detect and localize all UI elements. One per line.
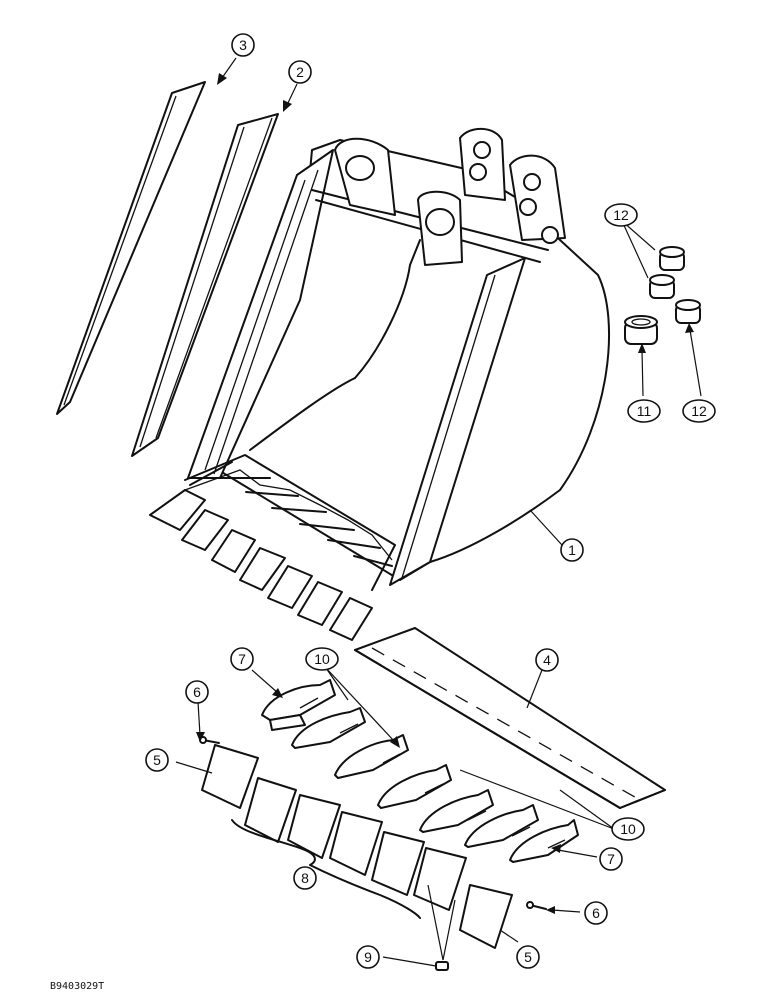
callout-1: 1: [560, 538, 584, 562]
svg-text:4: 4: [543, 652, 551, 668]
svg-text:3: 3: [239, 37, 247, 53]
svg-text:10: 10: [314, 651, 330, 667]
teeth-row: [201, 744, 513, 949]
callout-10-top: 10: [305, 647, 339, 671]
callout-9: 9: [356, 945, 380, 969]
part-11-bushing: [624, 315, 658, 345]
part-8-brace: [231, 819, 421, 919]
part-6-pin-left: [199, 736, 220, 744]
callout-8: 8: [293, 866, 317, 890]
part-12-bushing-right: [675, 299, 701, 324]
svg-text:12: 12: [613, 207, 629, 223]
svg-text:6: 6: [592, 905, 600, 921]
callout-10-right: 10: [611, 817, 645, 841]
callout-7-right: 7: [599, 847, 623, 871]
callout-3: 3: [231, 33, 255, 57]
svg-text:7: 7: [607, 851, 615, 867]
reference-code: B9403029T: [50, 981, 104, 992]
installed-teeth-row: [149, 461, 393, 641]
callout-5-right: 5: [516, 945, 540, 969]
leader-lines: [175, 57, 702, 967]
mounting-bracket-left: [334, 137, 463, 266]
part-3-side-cutter: [56, 81, 206, 415]
callout-4: 4: [535, 648, 559, 672]
callout-2: 2: [288, 60, 312, 84]
part-1-bucket-body: [149, 127, 611, 641]
svg-text:1: 1: [568, 542, 576, 558]
adapters-row: [261, 679, 579, 863]
part-12-bushing-middle: [649, 274, 675, 299]
mounting-bracket-right: [459, 127, 566, 244]
part-2-wear-strip: [131, 113, 279, 457]
part-12-bushing-upper: [659, 246, 685, 271]
callout-12-bottom: 12: [682, 399, 716, 423]
callout-5-left: 5: [145, 748, 169, 772]
callout-11: 11: [627, 399, 661, 423]
svg-text:5: 5: [153, 752, 161, 768]
callout-7-left: 7: [230, 647, 254, 671]
part-4-cutting-edge: [354, 627, 666, 809]
part-9-retainer: [435, 961, 449, 971]
callout-6-left: 6: [185, 680, 209, 704]
svg-text:6: 6: [193, 684, 201, 700]
svg-text:5: 5: [524, 949, 532, 965]
callout-12-top: 12: [604, 203, 638, 227]
callout-6-right: 6: [584, 901, 608, 925]
svg-text:7: 7: [238, 651, 246, 667]
svg-text:2: 2: [296, 64, 304, 80]
svg-text:9: 9: [364, 949, 372, 965]
svg-text:12: 12: [691, 403, 707, 419]
svg-text:10: 10: [620, 821, 636, 837]
svg-text:11: 11: [637, 403, 652, 419]
part-6-pin-right: [526, 901, 547, 910]
svg-text:8: 8: [301, 870, 309, 886]
